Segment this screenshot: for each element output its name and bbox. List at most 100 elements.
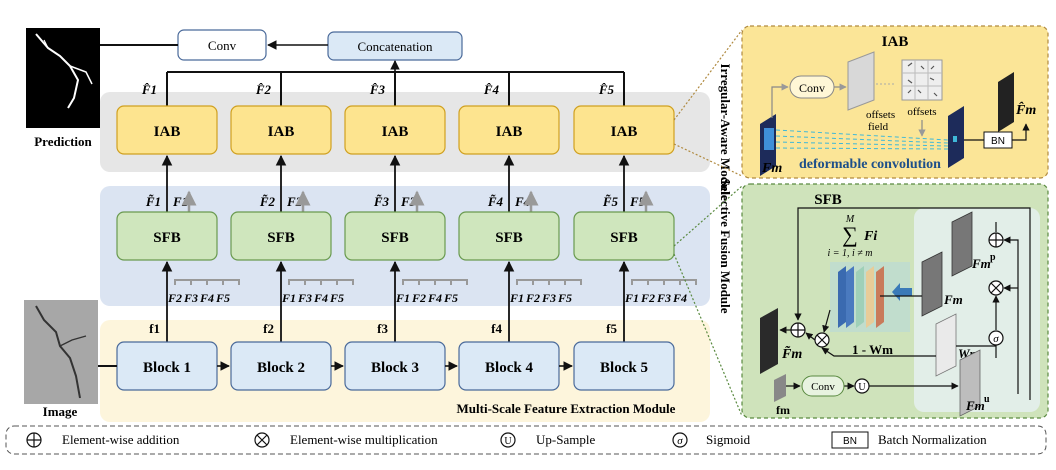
mul-op-icon bbox=[988, 280, 1004, 296]
sfb-detail-connector-bottom bbox=[673, 253, 743, 417]
msfe-module-title: Multi-Scale Feature Extraction Module bbox=[457, 401, 676, 416]
cross-input-1-3: F4 bbox=[199, 291, 214, 305]
cross-input-5-3: F3 bbox=[656, 291, 671, 305]
offsets-field-label-1: offsets bbox=[866, 109, 895, 121]
column-1: F̂1 IAB F̃1 F1 SFB f1 Block 1 F2 F3 F4 F… bbox=[116, 72, 240, 391]
stacked-feature-maps bbox=[838, 266, 884, 328]
legend: Element-wise addition Element-wise multi… bbox=[5, 425, 1047, 455]
input-image bbox=[24, 300, 98, 404]
sum-top-label: M bbox=[845, 214, 855, 225]
cross-inputs-2: F1 F3 F4 F5 bbox=[281, 279, 354, 305]
iab-block-label-3: IAB bbox=[382, 124, 409, 140]
fm-u-sup: u bbox=[984, 394, 990, 405]
legend-addition-label: Element-wise addition bbox=[62, 432, 180, 447]
iab-conv-label: Conv bbox=[799, 81, 825, 95]
legend-bn-icon bbox=[831, 431, 869, 449]
add-op-left-icon bbox=[790, 322, 806, 338]
iab-block-5 bbox=[573, 105, 675, 155]
legend-upsample-icon bbox=[500, 432, 516, 448]
iab-detail-connector-top bbox=[673, 29, 743, 121]
iab-block-label-5: IAB bbox=[611, 124, 638, 140]
top-conv-label: Conv bbox=[208, 38, 237, 53]
f-label-3: f3 bbox=[377, 321, 388, 336]
offsets-grid-icon bbox=[901, 59, 943, 101]
iab-detail-connector-bottom bbox=[673, 143, 743, 177]
offsets-field-label-2: field bbox=[868, 121, 889, 133]
prediction-label: Prediction bbox=[34, 134, 92, 149]
sfb-conv-box bbox=[801, 375, 845, 397]
f-m-label: fm bbox=[776, 403, 790, 417]
iab-block-label-1: IAB bbox=[154, 124, 181, 140]
iab-block-4 bbox=[458, 105, 560, 155]
column-5: F̂5 IAB F̃5 F5 SFB f5 Block 5 F1 F2 F3 F… bbox=[573, 72, 697, 391]
sfb-block-2 bbox=[230, 211, 332, 261]
legend-sigmoid-icon bbox=[672, 432, 688, 448]
sum-symbol: ∑ bbox=[842, 222, 858, 247]
concat-label: Concatenation bbox=[357, 39, 433, 54]
cross-input-5-4: F4 bbox=[672, 291, 687, 305]
msfe-block-5 bbox=[573, 341, 675, 391]
fhat-label-1: F̂1 bbox=[141, 82, 157, 97]
msfe-block-label-1: Block 1 bbox=[143, 360, 191, 376]
legend-upsample-label: Up-Sample bbox=[536, 432, 595, 447]
cross-input-3-2: F2 bbox=[411, 291, 426, 305]
column-3: F̂3 IAB F̃3 F3 SFB f3 Block 3 F1 F2 F4 F… bbox=[344, 72, 468, 391]
sfb-detail-connector-top bbox=[673, 185, 743, 247]
msfe-block-label-4: Block 4 bbox=[485, 360, 533, 376]
sfb-block-label-5: SFB bbox=[610, 230, 638, 246]
deformable-label: deformable convolution bbox=[799, 157, 941, 172]
iab-fm-label: Fm bbox=[761, 161, 782, 176]
concat-box bbox=[327, 31, 463, 61]
sfb-block-label-4: SFB bbox=[495, 230, 523, 246]
ftilde-m-map bbox=[760, 308, 778, 374]
cross-input-2-1: F1 bbox=[281, 291, 296, 305]
sfb-detail-panel: SFB M ∑ i = 1, i ≠ m Fi Fm p Fm bbox=[741, 183, 1049, 419]
legend-item-addition: Element-wise addition bbox=[26, 432, 180, 448]
fm-p-label: Fm bbox=[971, 256, 991, 271]
sfb-block-1 bbox=[116, 211, 218, 261]
cross-input-5-1: F1 bbox=[624, 291, 639, 305]
legend-sigmoid-label: Sigmoid bbox=[706, 432, 751, 447]
sfb-block-label-2: SFB bbox=[267, 230, 295, 246]
legend-multiplication-label: Element-wise multiplication bbox=[290, 432, 438, 447]
msfe-block-label-3: Block 3 bbox=[371, 360, 419, 376]
fup-label-5: F5 bbox=[629, 194, 646, 209]
svg-text:U: U bbox=[858, 382, 866, 393]
iab-output-feature bbox=[948, 106, 964, 168]
cross-inputs-1: F2 F3 F4 F5 bbox=[167, 279, 240, 305]
one-minus-wm-label: 1 - Wm bbox=[852, 342, 893, 357]
iab-block-3 bbox=[344, 105, 446, 155]
f-label-1: f1 bbox=[149, 321, 160, 336]
fm-small-map bbox=[774, 374, 786, 402]
iab-block-2 bbox=[230, 105, 332, 155]
ftilde-m-label: F̃m bbox=[781, 344, 802, 362]
svg-text:σ: σ bbox=[993, 333, 999, 345]
offsets-label: offsets bbox=[907, 106, 936, 118]
legend-bn-label: Batch Normalization bbox=[878, 432, 987, 447]
iab-input-feature bbox=[760, 114, 776, 176]
cross-input-2-2: F3 bbox=[297, 291, 312, 305]
iab-final-output bbox=[998, 72, 1014, 132]
cross-input-2-4: F5 bbox=[329, 291, 344, 305]
iab-detail-panel: IAB Fm Conv offsets field offsets bbox=[741, 25, 1049, 179]
fhat-label-3: F̂3 bbox=[369, 82, 386, 97]
sff-module-title: Selective Fusion Module bbox=[718, 178, 733, 313]
cross-input-1-4: F5 bbox=[215, 291, 230, 305]
legend-item-upsample: U Up-Sample bbox=[500, 432, 595, 448]
fm-u-map bbox=[959, 349, 981, 417]
f-label-5: f5 bbox=[606, 321, 617, 336]
legend-box bbox=[5, 425, 1047, 455]
image-label: Image bbox=[43, 404, 78, 419]
ftilde-label-3: F̃3 bbox=[373, 194, 390, 209]
cross-inputs-3: F1 F2 F4 F5 bbox=[395, 279, 468, 305]
legend-item-sigmoid: σ Sigmoid bbox=[672, 432, 751, 448]
iab-block-1 bbox=[116, 105, 218, 155]
legend-item-bn: BN Batch Normalization bbox=[831, 431, 987, 449]
cross-input-3-3: F4 bbox=[427, 291, 442, 305]
sfb-block-label-3: SFB bbox=[381, 230, 409, 246]
ftilde-label-1: F̃1 bbox=[145, 194, 161, 209]
fhat-label-5: F̂5 bbox=[598, 82, 615, 97]
iab-fhat-m-label: F̂m bbox=[1015, 101, 1036, 118]
cross-input-2-3: F4 bbox=[313, 291, 328, 305]
fm-u-label: Fm bbox=[965, 398, 985, 413]
